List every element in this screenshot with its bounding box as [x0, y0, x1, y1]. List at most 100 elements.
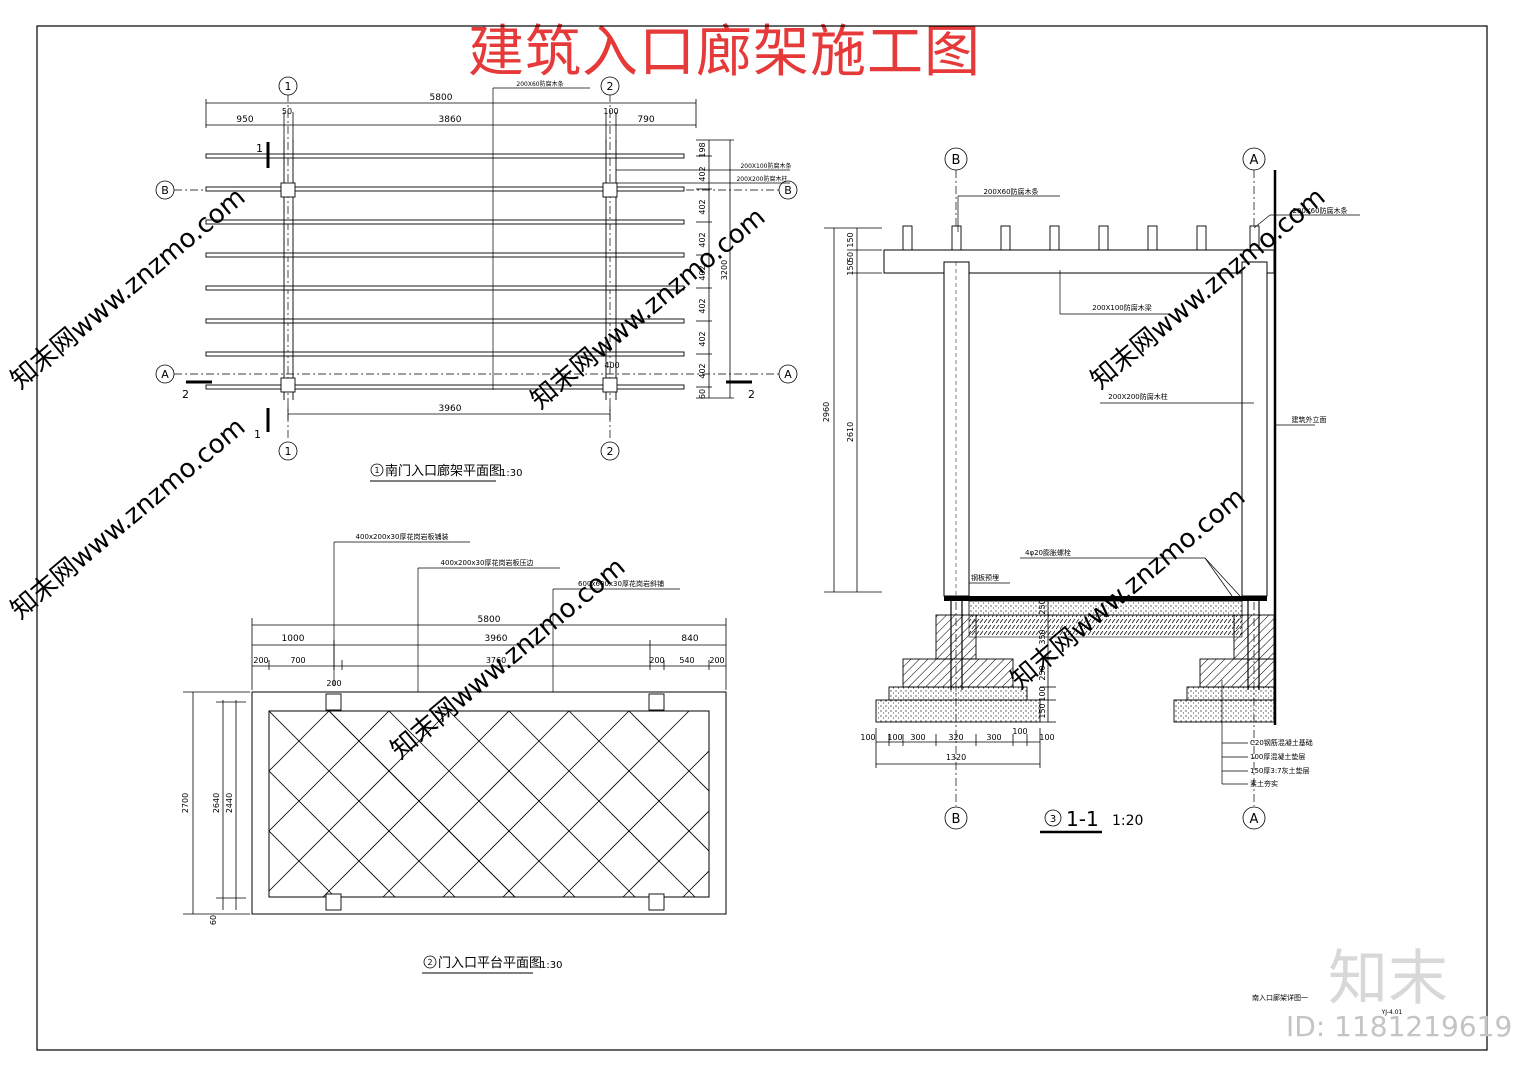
- dim-r-402c: 402: [698, 232, 707, 247]
- titleblock-name: 南入口廊架详图一: [1252, 993, 1308, 1002]
- plan2-scale: 1:30: [540, 960, 562, 971]
- sec-dim-50: 50: [846, 252, 855, 262]
- label-purlin-top: 200X60防腐木条: [516, 80, 563, 88]
- p2-dim-200a: 200: [253, 656, 268, 665]
- bd-320: 320: [948, 733, 963, 742]
- steel-plate: [944, 596, 1267, 601]
- sec-label-column: 200X200防腐木柱: [1108, 392, 1168, 401]
- sec-axis-B-bottom: B: [952, 812, 961, 827]
- label-beam: 200X100防腐木条: [740, 162, 791, 170]
- diagonal-tiles: [269, 711, 709, 897]
- sec-dim-150a: 150: [846, 232, 855, 247]
- dim-r-402g: 402: [698, 363, 707, 378]
- sheet-border: [36, 25, 1488, 1051]
- bd-100d: 100: [1039, 733, 1054, 742]
- p2-dim-2640: 2640: [212, 793, 221, 813]
- axis-1-top: 1: [285, 80, 292, 93]
- svg-text:知末网www.znzmo.com: 知末网www.znzmo.com: [5, 412, 251, 625]
- bd-100b: 100: [887, 733, 902, 742]
- label-paving-b: 400x200x30厚花岗岩板压边: [441, 558, 534, 567]
- dim-r-60: 60: [698, 389, 707, 399]
- p2-dim-1000: 1000: [282, 634, 305, 644]
- p2-dim-3960: 3960: [485, 634, 508, 644]
- sec-label-purlin: 200X60防腐木条: [983, 187, 1038, 196]
- axis-2-bottom: 2: [607, 445, 614, 458]
- p2-dim-3760: 3760: [486, 656, 506, 665]
- sec-axis-A-bottom: A: [1250, 812, 1259, 827]
- fd-250b: 250: [1038, 665, 1047, 680]
- sec-axis-A-top: A: [1250, 153, 1259, 168]
- dim-790: 790: [637, 115, 654, 125]
- sec-label-wall: 建筑外立面: [1292, 415, 1327, 424]
- axis-B-right: B: [784, 184, 792, 197]
- bd-100a: 100: [860, 733, 875, 742]
- section-title: 1-1: [1066, 807, 1099, 831]
- axis-1-bottom: 1: [285, 445, 292, 458]
- label-column: 200X200防腐木柱: [736, 175, 787, 183]
- bd-300b: 300: [986, 733, 1001, 742]
- dim-100: 100: [603, 107, 618, 116]
- label-paving-c: 600x600x30厚花岗岩斜铺: [578, 579, 664, 588]
- plan2-title: 门入口平台平面图: [438, 956, 542, 971]
- dim-50: 50: [282, 107, 292, 116]
- axis-A-right: A: [784, 368, 792, 381]
- section-1-1: B A B A 200X60防腐木条 200X60防: [822, 147, 1360, 834]
- dim-r-402b: 402: [698, 199, 707, 214]
- plan1-number: 1: [374, 466, 379, 475]
- sec-dim-2960: 2960: [822, 402, 831, 422]
- p2-dim-5800: 5800: [478, 615, 501, 625]
- p2-dim-200b: 200: [649, 656, 664, 665]
- p2-dim-2440: 2440: [225, 793, 234, 813]
- plan1-scale: 1:30: [500, 468, 522, 479]
- dim-5800: 5800: [430, 93, 453, 103]
- bd-1320: 1320: [946, 753, 966, 762]
- section-mark-2-right: 2: [748, 388, 755, 401]
- watermark-id: ID: 1181219619: [1286, 1010, 1513, 1043]
- fd-100: 100: [1038, 686, 1047, 701]
- dim-r-3200: 3200: [720, 260, 729, 280]
- layer-3: 150厚3:7灰土垫层: [1250, 766, 1310, 775]
- fd-350: 350: [1038, 629, 1047, 644]
- fd-150: 150: [1038, 703, 1047, 718]
- dim-r-198: 198: [698, 142, 707, 157]
- sec-axis-B-top: B: [952, 153, 961, 168]
- fd-250a: 250: [1038, 599, 1047, 614]
- dim-r-402a: 402: [698, 166, 707, 181]
- p2-dim-200d: 200: [326, 679, 341, 688]
- drawing-title: 建筑入口廊架施工图: [468, 20, 981, 85]
- dim-3860: 3860: [439, 115, 462, 125]
- p2-dim-60: 60: [209, 915, 218, 925]
- dim-r-402e: 402: [698, 298, 707, 313]
- p2-dim-2700: 2700: [181, 793, 190, 813]
- sec-label-purlin-right: 200X60防腐木条: [1292, 206, 1347, 215]
- axis-B-left: B: [161, 184, 169, 197]
- bd-300a: 300: [910, 733, 925, 742]
- sec-dim-2610: 2610: [846, 422, 855, 442]
- titleblock-code: YJ-4.01: [1381, 1009, 1403, 1016]
- sec-label-anchor: 4φ20膨胀螺栓: [1025, 548, 1071, 557]
- section-mark-2-left: 2: [182, 388, 189, 401]
- watermark-logo: 知末: [1328, 944, 1448, 1014]
- section-mark-1-bottom: 1: [254, 428, 261, 441]
- plan-2-platform-plan: 400x200x30厚花岗岩板铺装 400x200x30厚花岗岩板压边 600x…: [181, 532, 727, 974]
- layer-4: 素土夯实: [1250, 779, 1278, 788]
- p2-dim-200c: 200: [709, 656, 724, 665]
- bd-100c: 100: [1012, 727, 1027, 736]
- dim-r-402f: 402: [698, 331, 707, 346]
- dim-r-402d: 402: [698, 265, 707, 280]
- svg-text:知末网www.znzmo.com: 知末网www.znzmo.com: [1085, 182, 1331, 395]
- axis-A-left: A: [161, 368, 169, 381]
- layer-2: 100厚混凝土垫层: [1250, 752, 1305, 761]
- section-mark-1-top: 1: [256, 142, 263, 155]
- p2-dim-840: 840: [681, 634, 698, 644]
- plan-1-pergola-plan: 5800 950 50 3860 100 790 1 2 1 2 B B A A: [155, 76, 798, 482]
- p2-dim-700: 700: [290, 656, 305, 665]
- dim-400: 400: [604, 361, 619, 370]
- dim-3960: 3960: [439, 404, 462, 414]
- sec-label-plate: 钢板预埋: [971, 573, 999, 582]
- axis-2-top: 2: [607, 80, 614, 93]
- section-number: 3: [1050, 814, 1056, 825]
- layer-1: C20钢筋混凝土基础: [1250, 738, 1313, 747]
